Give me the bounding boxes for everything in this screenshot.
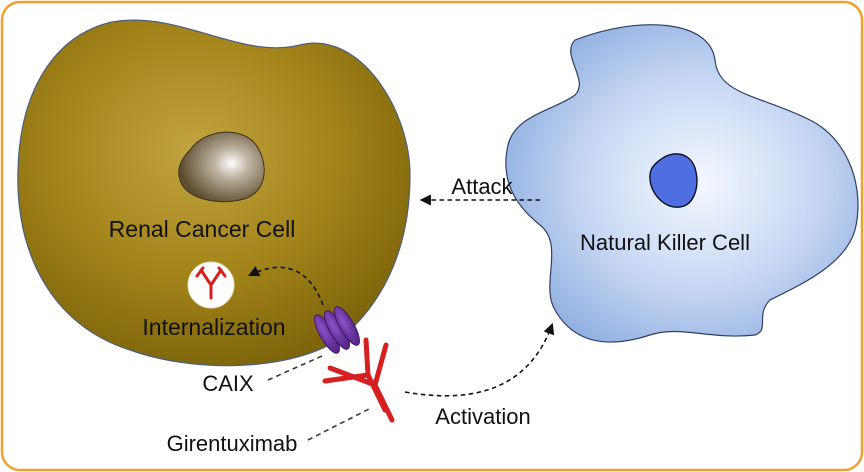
girentuximab-antibody <box>322 337 395 423</box>
caix-label: CAIX <box>202 371 254 396</box>
caix-leader-line <box>267 355 323 381</box>
cancer-cell-nucleus <box>178 131 265 203</box>
activation-label: Activation <box>435 404 530 429</box>
internalization-arrow <box>247 266 324 306</box>
activation-arrow <box>404 322 555 397</box>
nk-cell-nucleus <box>649 153 698 208</box>
nk-cell-label: Natural Killer Cell <box>580 230 750 255</box>
attack-label: Attack <box>451 174 513 199</box>
girentuximab-leader-line <box>307 407 372 441</box>
girentuximab-label: Girentuximab <box>167 431 298 456</box>
caix-receptor <box>314 306 360 354</box>
internalization-label: Internalization <box>142 314 285 340</box>
internalized-antibody-icon <box>195 266 227 300</box>
cancer-cell-label: Renal Cancer Cell <box>109 216 296 242</box>
